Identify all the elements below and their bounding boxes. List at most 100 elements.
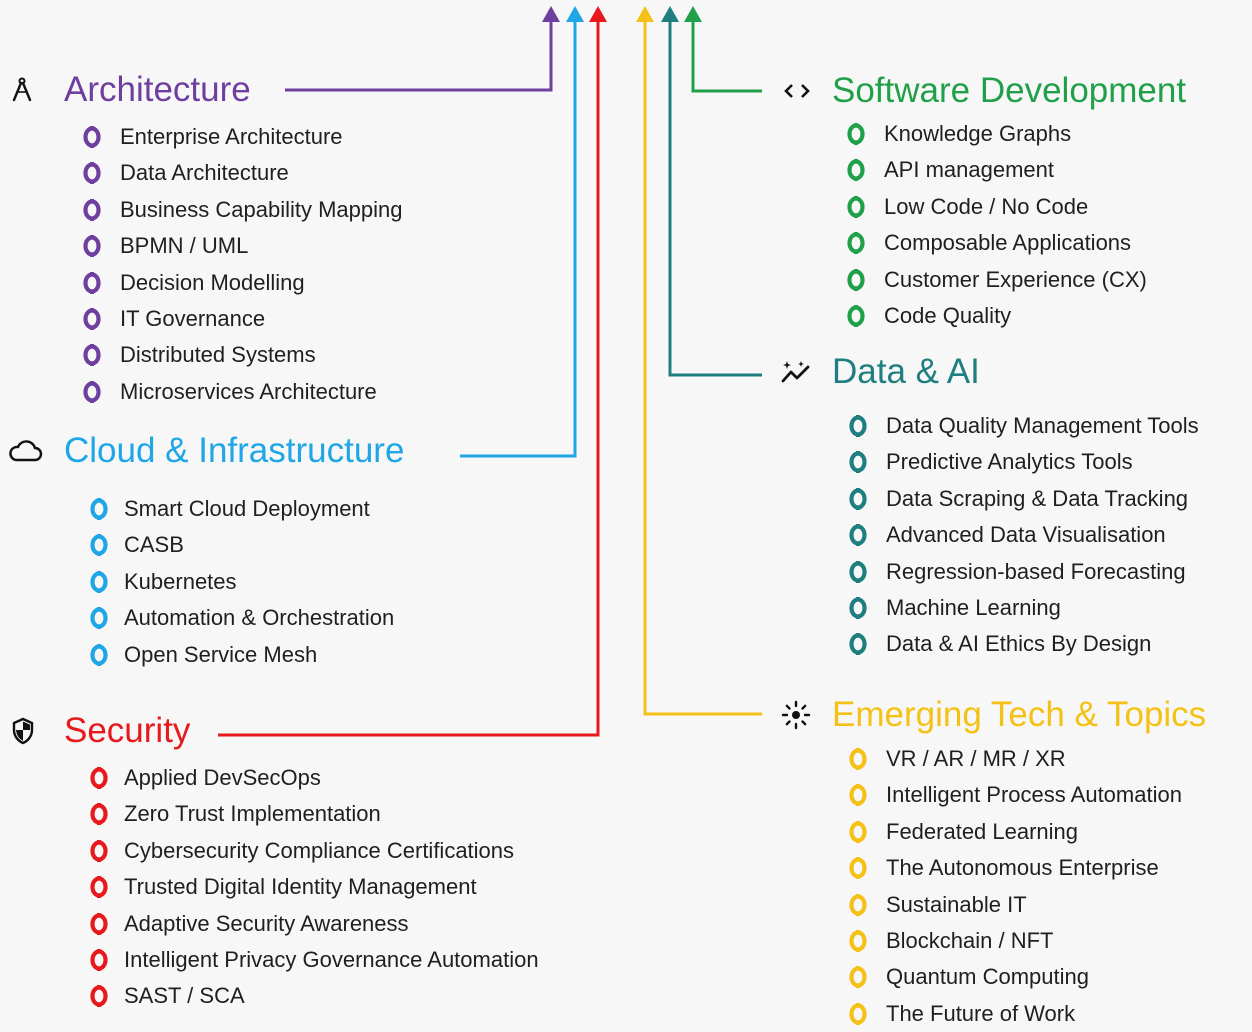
compass-icon — [0, 73, 44, 107]
bullet-icon — [847, 268, 865, 291]
item-label: The Autonomous Enterprise — [886, 855, 1159, 881]
bullet-icon — [849, 893, 867, 916]
item-label: Data Quality Management Tools — [886, 413, 1199, 438]
item-label: Advanced Data Visualisation — [886, 522, 1166, 548]
connector-software — [684, 6, 762, 93]
bullet-icon — [849, 820, 867, 843]
bullet-icon — [83, 162, 101, 185]
connector-architecture — [285, 6, 560, 92]
bullet-icon — [849, 451, 867, 474]
bullet-icon — [90, 876, 108, 899]
bullet-icon — [849, 560, 867, 583]
cloud-icon — [0, 434, 50, 468]
bullet-icon — [83, 126, 101, 148]
bullet-icon — [849, 415, 867, 437]
item-label: Intelligent Process Automation — [886, 782, 1182, 808]
bullet-icon — [83, 198, 101, 221]
bullet-icon — [90, 839, 108, 862]
item-label: Cybersecurity Compliance Certifications — [124, 837, 515, 863]
bullet-icon — [847, 232, 865, 255]
connector-emerging — [636, 6, 762, 716]
section-title: Software Development — [832, 71, 1187, 110]
bullet-icon — [847, 123, 865, 145]
item-label: VR / AR / MR / XR — [886, 746, 1066, 771]
software-heading: Software Development — [780, 73, 1186, 108]
bullet-icon — [849, 748, 867, 770]
item-label: Federated Learning — [886, 818, 1079, 844]
bullet-icon — [849, 929, 867, 952]
item-label: Code Quality — [884, 302, 1012, 328]
item-label: Machine Learning — [886, 594, 1061, 620]
bullet-icon — [83, 271, 101, 294]
item-label: SAST / SCA — [124, 983, 245, 1009]
item-label: Applied DevSecOps — [124, 765, 321, 790]
item-label: Intelligent Privacy Governance Automatio… — [124, 946, 539, 972]
item-label: Trusted Digital Identity Management — [124, 874, 477, 900]
item-label: Knowledge Graphs — [884, 121, 1072, 146]
bullet-icon — [83, 380, 101, 403]
bullet-icon — [83, 307, 101, 330]
connector-security — [218, 6, 607, 737]
item-label: Regression-based Forecasting — [886, 558, 1186, 584]
item-label: Composable Applications — [884, 230, 1132, 256]
bullet-icon — [83, 235, 101, 258]
bullet-icon — [90, 643, 108, 666]
item-label: Business Capability Mapping — [120, 196, 403, 222]
bullet-icon — [90, 912, 108, 935]
item-label: Distributed Systems — [120, 342, 316, 368]
item-label: Automation & Orchestration — [124, 605, 395, 631]
item-label: Smart Cloud Deployment — [124, 496, 370, 521]
item-label: Zero Trust Implementation — [124, 801, 381, 827]
bullet-icon — [849, 1002, 867, 1025]
bullet-icon — [90, 607, 108, 630]
item-label: Data Scraping & Data Tracking — [886, 485, 1189, 511]
bullet-icon — [83, 344, 101, 367]
architecture-heading: Architecture — [0, 72, 251, 107]
bullet-icon — [849, 596, 867, 619]
item-label: BPMN / UML — [120, 233, 249, 259]
item-label: Data Architecture — [120, 160, 289, 186]
item-label: Low Code / No Code — [884, 193, 1089, 219]
item-label: Quantum Computing — [886, 964, 1089, 990]
bullet-icon — [847, 304, 865, 327]
bullet-icon — [849, 857, 867, 880]
cloud-heading: Cloud & Infrastructure — [0, 433, 404, 468]
section-title: Cloud & Infrastructure — [64, 431, 405, 470]
bullet-icon — [90, 534, 108, 557]
shield-icon — [0, 714, 46, 748]
item-label: Decision Modelling — [120, 269, 305, 295]
code-icon — [780, 74, 814, 108]
bullet-icon — [847, 195, 865, 218]
bullet-icon — [90, 767, 108, 789]
item-label: Enterprise Architecture — [120, 124, 343, 149]
item-label: Data & AI Ethics By Design — [886, 631, 1152, 657]
bullet-icon — [849, 487, 867, 510]
bullet-icon — [849, 784, 867, 807]
bullet-icon — [90, 803, 108, 826]
connector-data-ai — [661, 6, 762, 377]
item-label: API management — [884, 157, 1054, 183]
bullet-icon — [847, 159, 865, 182]
sparkle-chart-icon — [780, 355, 816, 389]
section-title: Emerging Tech & Topics — [832, 695, 1207, 734]
item-label: Adaptive Security Awareness — [124, 910, 409, 936]
bullet-icon — [90, 985, 108, 1008]
bullet-icon — [849, 966, 867, 989]
sun-icon — [780, 698, 812, 732]
connector-cloud — [460, 6, 584, 458]
section-title: Architecture — [64, 70, 251, 109]
bullet-icon — [90, 570, 108, 593]
bullet-icon — [90, 498, 108, 520]
bullet-icon — [849, 633, 867, 656]
section-title: Data & AI — [832, 352, 980, 391]
item-label: Predictive Analytics Tools — [886, 449, 1133, 475]
item-label: IT Governance — [120, 305, 266, 331]
section-title: Security — [64, 711, 191, 750]
item-label: Customer Experience (CX) — [884, 266, 1147, 292]
item-label: The Future of Work — [886, 1000, 1076, 1026]
item-label: Blockchain / NFT — [886, 927, 1054, 953]
bullet-icon — [849, 524, 867, 547]
item-label: CASB — [124, 532, 184, 558]
item-label: Sustainable IT — [886, 891, 1027, 917]
